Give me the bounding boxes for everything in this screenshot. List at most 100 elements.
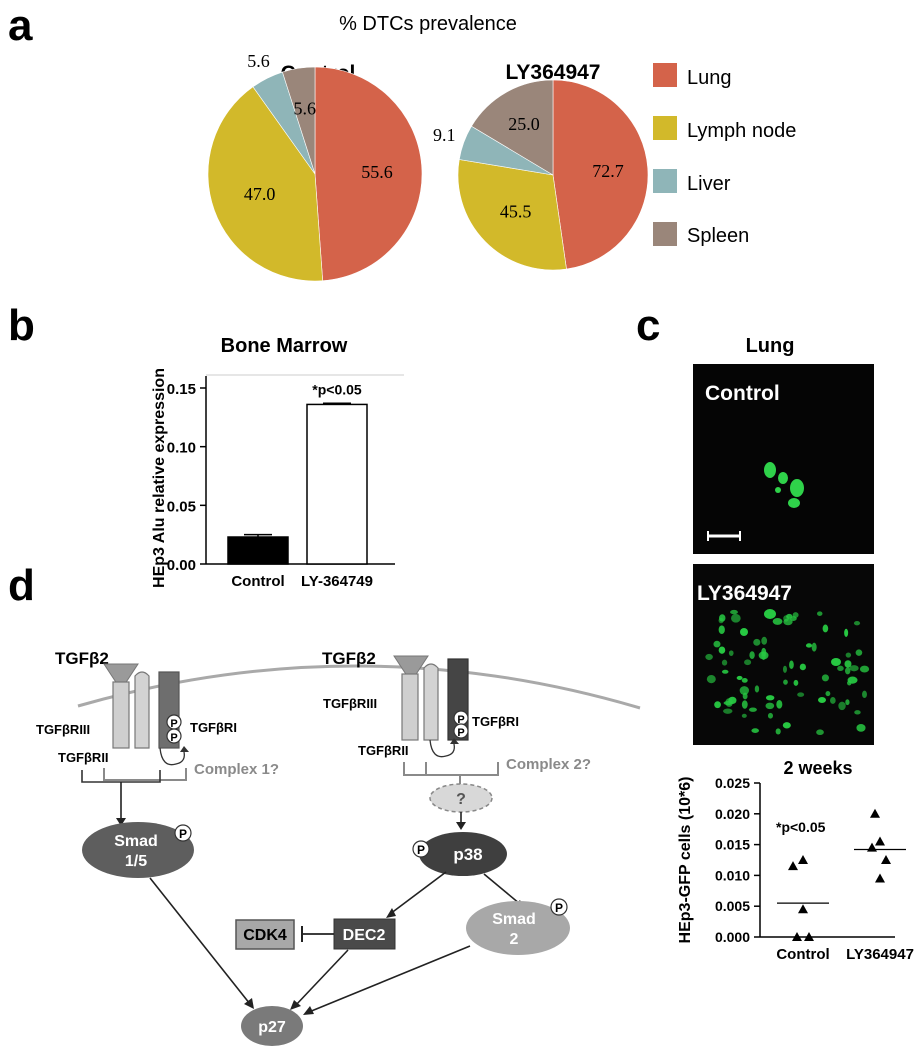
pie-slice-label: 5.6 [294, 98, 317, 118]
scatter-point [875, 873, 885, 883]
svg-text:P: P [457, 727, 464, 739]
svg-text:DEC2: DEC2 [343, 927, 386, 944]
bar-ly-364749 [306, 403, 368, 565]
smad15-node [82, 822, 194, 878]
pie-slice-lymph-node [457, 159, 567, 271]
legend-swatch-spleen [653, 222, 677, 246]
ligand-left-triangle [103, 663, 139, 691]
ligand-right-triangle [393, 655, 429, 683]
phospho-right-2 [453, 723, 469, 739]
bar-ylabel: HEp3 Alu relative expression [151, 368, 168, 588]
scatter-point [788, 861, 798, 871]
scatter-y-tick-label: 0.000 [715, 929, 750, 945]
pie-slice-label: 45.5 [500, 202, 532, 222]
ligand-left: TGFβ2 [55, 649, 109, 668]
gfp-cells-ly364947 [705, 609, 870, 736]
phospho-smad2 [550, 898, 568, 916]
receptor-ii-right [423, 663, 439, 741]
panel-label-b: b [8, 301, 35, 350]
bar-y-tick-label: 0.10 [167, 440, 196, 457]
dec2-node [333, 918, 396, 950]
pie-slice-label: 47.0 [244, 184, 276, 204]
svg-text:P: P [170, 718, 177, 730]
phospho-left-2 [166, 728, 182, 744]
svg-text:P: P [179, 827, 187, 841]
pie-slice-spleen [282, 66, 316, 175]
receptor-iii-left [112, 681, 130, 749]
complex2-label: Complex 2? [506, 756, 591, 773]
receptor-iii-right-label: TGFβRIII [323, 696, 377, 711]
legend-label-spleen: Spleen [687, 225, 749, 247]
scatter-category-label: Control [776, 946, 829, 963]
scatter-category-label: LY364947 [846, 946, 914, 963]
legend-label-liver: Liver [687, 173, 731, 195]
receptor-iii-left-label: TGFβRIII [36, 722, 90, 737]
pie-slice-lung [314, 66, 423, 282]
phospho-p38 [412, 840, 430, 858]
micrograph-ly-label: LY364947 [697, 582, 792, 605]
panel-label-a: a [8, 1, 33, 50]
bar-chart-title: Bone Marrow [221, 335, 348, 357]
gfp-cells-control [764, 462, 804, 508]
pie-ly-title: LY364947 [506, 61, 601, 84]
legend-swatch-liver [653, 169, 677, 193]
panel-c-title: Lung [746, 335, 795, 357]
bar-y-tick-label: 0.05 [167, 498, 196, 515]
legend-swatch-lung [653, 63, 677, 87]
bar-y-tick-label: 0.00 [167, 557, 196, 574]
scatter-point [798, 904, 808, 914]
scatter-y-tick-label: 0.015 [715, 837, 750, 853]
pie-slice-label: 5.6 [247, 51, 270, 71]
scatter-point [804, 932, 814, 941]
smad2-node [466, 901, 570, 955]
complex1-label: Complex 1? [194, 761, 279, 778]
svg-text:Smad: Smad [114, 833, 158, 850]
svg-text:P: P [457, 714, 464, 726]
ligand-right: TGFβ2 [322, 649, 376, 668]
pie-slice-label: 72.7 [592, 161, 624, 181]
svg-text:2: 2 [510, 931, 519, 948]
bar-significance: *p<0.05 [312, 381, 362, 397]
pie-slice-lymph-node [207, 86, 323, 282]
svg-text:1/5: 1/5 [125, 853, 147, 870]
scatter-y-tick-label: 0.010 [715, 867, 750, 883]
scatter-point [798, 855, 808, 864]
receptor-iii-right [401, 673, 419, 741]
receptor-ii-right-label: TGFβRII [358, 743, 409, 758]
scatter-y-tick-label: 0.025 [715, 775, 750, 791]
scatter-significance: *p<0.05 [776, 819, 826, 835]
scatter-point [875, 836, 885, 846]
complex1-bracket [103, 768, 187, 781]
legend-swatch-lymph-node [653, 116, 677, 140]
receptor-i-right-label: TGFβRI [472, 714, 519, 729]
micrograph-control-label: Control [705, 382, 780, 405]
panel-label-c: c [636, 301, 660, 350]
svg-text:P: P [170, 732, 177, 744]
p38-node [419, 832, 507, 876]
scatter-point [792, 932, 802, 941]
cell-membrane [77, 664, 641, 710]
panel-label-d: d [8, 561, 35, 610]
micrograph-control: Control [693, 364, 874, 554]
bar-category-label: LY-364749 [301, 573, 373, 590]
legend-label-lung: Lung [687, 67, 732, 89]
scatter-y-tick-label: 0.020 [715, 806, 750, 822]
legend-label-lymph-node: Lymph node [687, 120, 796, 142]
p27-node [241, 1006, 303, 1046]
scatter-point [867, 842, 877, 852]
receptor-ii-left-label: TGFβRII [58, 750, 109, 765]
svg-text:CDK4: CDK4 [243, 927, 287, 944]
pie-slice-label: 55.6 [361, 162, 393, 182]
legend: Lung Lymph node Liver Spleen [653, 63, 796, 247]
panel-a-title: % DTCs prevalence [339, 13, 517, 35]
micrograph-ly364947: LY364947 [693, 564, 874, 745]
pathway-diagram: TGFβ2 P P TGFβRIII TGFβRI TGFβRII Comple… [36, 649, 641, 1046]
scatter-ylabel: HEp3-GFP cells (10*6) [677, 777, 694, 944]
scatter-y-tick-label: 0.005 [715, 898, 750, 914]
pie-ly364947: 72.745.59.125.0 [433, 79, 649, 271]
receptor-ii-left [134, 671, 150, 749]
svg-text:p27: p27 [258, 1019, 286, 1036]
pie-slice-spleen [471, 79, 554, 176]
